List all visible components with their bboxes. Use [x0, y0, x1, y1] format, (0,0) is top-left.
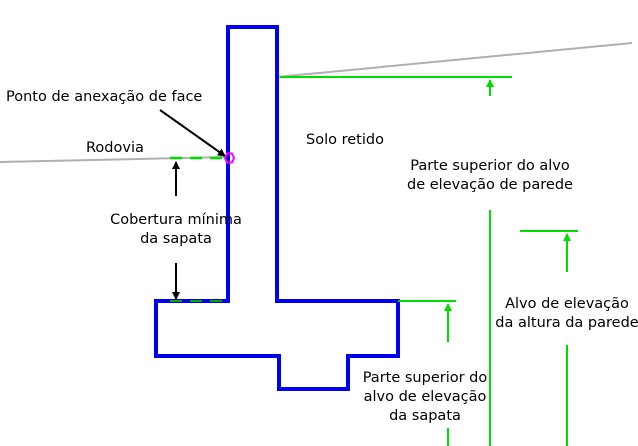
- face-attachment-point-icon: [223, 152, 236, 164]
- wall-top-label-line2: de elevação de parede: [407, 177, 573, 193]
- retained-soil-label: Solo retido: [306, 132, 384, 148]
- road-label: Rodovia: [86, 140, 144, 156]
- wall-height-label-line2: da altura da parede: [495, 315, 638, 331]
- wall-top-target-label: Parte superior do alvo de elevação de pa…: [400, 157, 580, 195]
- footing-top-target-label: Parte superior do alvo de elevação da sa…: [345, 369, 505, 426]
- footing-top-label-line1: Parte superior do: [362, 370, 488, 386]
- footing-top-label-line3: da sapata: [389, 408, 461, 424]
- face-point-label: Ponto de anexação de face: [6, 89, 203, 105]
- wall-height-label-line1: Alvo de elevação: [505, 296, 629, 312]
- face-point-pointer-arrow: [159, 109, 226, 157]
- wall-height-target-label: Alvo de elevação da altura da parede: [482, 295, 638, 333]
- min-cover-label-line1: Cobertura mínima: [110, 212, 242, 228]
- min-cover-label-line2: da sapata: [140, 231, 212, 247]
- footing-top-label-line2: alvo de elevação: [363, 389, 487, 405]
- retaining-wall-outline: [154, 25, 400, 391]
- wall-top-label-line1: Parte superior do alvo: [410, 158, 570, 174]
- min-cover-label: Cobertura mínima da sapata: [86, 211, 266, 249]
- retained-soil-ground-line: [276, 42, 633, 78]
